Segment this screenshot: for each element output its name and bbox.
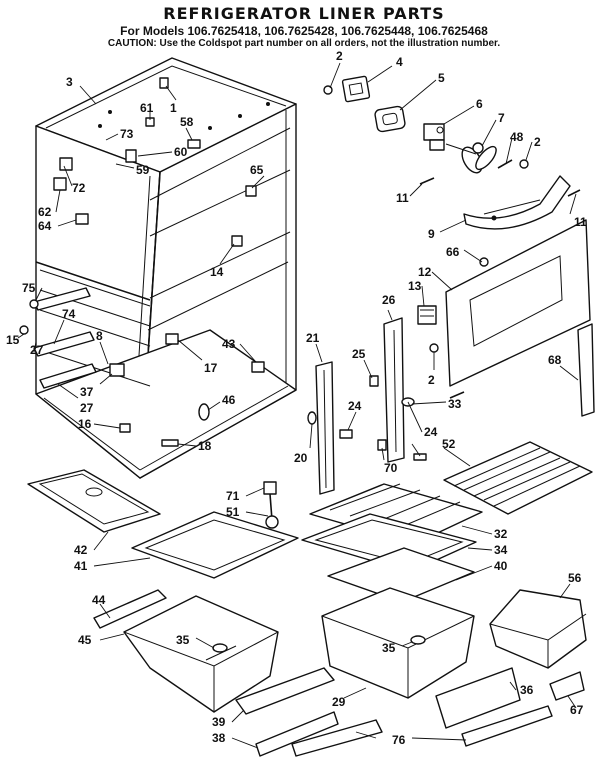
callout-40: 40 — [494, 559, 508, 573]
callout-9: 9 — [428, 227, 435, 241]
callout-67: 67 — [570, 703, 584, 717]
callout-14: 14 — [210, 265, 224, 279]
callout-42: 42 — [74, 543, 88, 557]
shelf-supports — [307, 317, 427, 495]
callout-36: 36 — [520, 683, 534, 697]
callout-labels: 2 4 5 6 7 48 2 11 11 9 66 12 13 2 3 61 1… — [6, 49, 587, 747]
callout-4: 4 — [396, 55, 403, 69]
callout-61: 61 — [140, 101, 154, 115]
callout-74: 74 — [62, 307, 76, 321]
callout-8: 8 — [96, 329, 103, 343]
meat-pan — [489, 589, 587, 669]
evaporator-cover-parts — [323, 75, 581, 230]
callout-5: 5 — [438, 71, 445, 85]
callout-2: 2 — [336, 49, 343, 63]
callout-51: 51 — [226, 505, 240, 519]
callout-33: 33 — [448, 397, 462, 411]
callout-44: 44 — [92, 593, 106, 607]
callout-66: 66 — [446, 245, 460, 259]
callout-2: 2 — [428, 373, 435, 387]
leader-lines — [17, 62, 579, 749]
callout-15: 15 — [6, 333, 20, 347]
callout-13: 13 — [408, 279, 422, 293]
callout-58: 58 — [180, 115, 194, 129]
callout-76: 76 — [392, 733, 406, 747]
callout-38: 38 — [212, 731, 226, 745]
model-numbers: For Models 106.7625418, 106.7625428, 106… — [120, 24, 488, 38]
callout-68: 68 — [548, 353, 562, 367]
callout-32: 32 — [494, 527, 508, 541]
callout-29: 29 — [332, 695, 346, 709]
left-crisper — [93, 589, 279, 713]
cheese-keeper-bracket — [263, 481, 279, 529]
callout-25: 25 — [352, 347, 366, 361]
callout-37: 37 — [80, 385, 94, 399]
callout-35: 35 — [176, 633, 190, 647]
callout-2: 2 — [534, 135, 541, 149]
callout-11: 11 — [574, 215, 587, 229]
diagram-title: REFRIGERATOR LINER PARTS — [163, 4, 445, 23]
callout-62: 62 — [38, 205, 52, 219]
right-crisper — [321, 587, 475, 699]
callout-71: 71 — [226, 489, 240, 503]
left-shelf-rails — [19, 287, 97, 389]
callout-12: 12 — [418, 265, 432, 279]
callout-34: 34 — [494, 543, 508, 557]
callout-60: 60 — [174, 145, 188, 159]
drawer-covers — [27, 469, 299, 579]
callout-45: 45 — [78, 633, 92, 647]
callout-11: 11 — [396, 191, 409, 205]
callout-46: 46 — [222, 393, 236, 407]
caution-note: CAUTION: Use the Coldspot part number on… — [107, 38, 501, 49]
diagram-header: REFRIGERATOR LINER PARTS For Models 106.… — [0, 4, 608, 49]
wire-shelf-52 — [443, 441, 593, 515]
callout-17: 17 — [204, 361, 218, 375]
cabinet-liner — [35, 57, 297, 479]
callout-48: 48 — [510, 130, 524, 144]
front-trims — [235, 667, 585, 757]
callout-24: 24 — [348, 399, 362, 413]
callout-59: 59 — [136, 163, 150, 177]
callout-70: 70 — [384, 461, 398, 475]
callout-75: 75 — [22, 281, 36, 295]
callout-1: 1 — [170, 101, 177, 115]
callout-72: 72 — [72, 181, 86, 195]
callout-6: 6 — [476, 97, 483, 111]
callout-26: 26 — [382, 293, 396, 307]
callout-65: 65 — [250, 163, 264, 177]
callout-3: 3 — [66, 75, 73, 89]
glass-shelves — [301, 483, 483, 603]
callout-16: 16 — [78, 417, 92, 431]
divider-68 — [577, 323, 595, 417]
callout-7: 7 — [498, 111, 505, 125]
evaporator-cover-panel — [417, 219, 591, 399]
callout-41: 41 — [74, 559, 88, 573]
callout-27: 27 — [30, 343, 44, 357]
callout-35: 35 — [382, 641, 396, 655]
callout-43: 43 — [222, 337, 236, 351]
callout-39: 39 — [212, 715, 226, 729]
callout-56: 56 — [568, 571, 582, 585]
callout-21: 21 — [306, 331, 320, 345]
callout-52: 52 — [442, 437, 456, 451]
callout-18: 18 — [198, 439, 212, 453]
callout-64: 64 — [38, 219, 52, 233]
callout-24: 24 — [424, 425, 438, 439]
part-1 — [159, 77, 169, 89]
callout-27: 27 — [80, 401, 94, 415]
callout-20: 20 — [294, 451, 308, 465]
callout-73: 73 — [120, 127, 134, 141]
